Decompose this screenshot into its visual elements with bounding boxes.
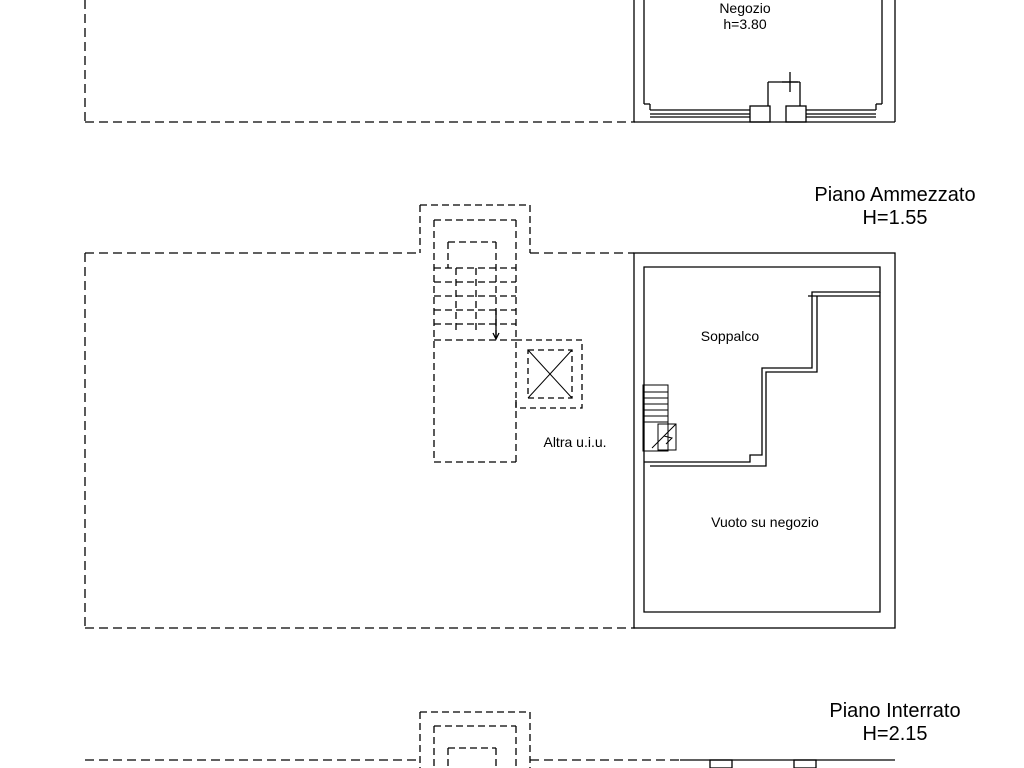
stair-arrow: [492, 310, 500, 341]
mezzanine-floor-plan: [84, 204, 896, 629]
floor-height: H=1.55: [862, 207, 928, 229]
entrance-door: [749, 72, 807, 123]
room-height: h=3.80: [723, 16, 767, 33]
floor-title-mezzanine: Piano Ammezzato H=1.55: [790, 184, 1000, 230]
shared-stairwell: [419, 204, 531, 463]
shop-window-left: [650, 109, 750, 118]
shop-window-right: [806, 109, 876, 118]
room-label-vuoto-su-negozio: Vuoto su negozio: [711, 514, 819, 530]
floor-title: Piano Interrato: [829, 700, 961, 722]
shop-mezzanine-walls: [633, 252, 896, 629]
adjacent-unit-outline: [84, 252, 635, 629]
room-label-altra-uiu: Altra u.i.u.: [543, 434, 607, 450]
floor-height: H=2.15: [862, 723, 928, 745]
loft-staircase: [642, 384, 677, 452]
elevator-shaft: [515, 339, 583, 409]
ground-floor-plan: [84, 0, 896, 123]
room-label-soppalco: Soppalco: [700, 328, 760, 344]
floor-title: Piano Ammezzato: [814, 184, 976, 206]
room-label-negozio: Negozio h=3.80: [700, 0, 790, 32]
floor-title-basement: Piano Interrato H=2.15: [800, 700, 990, 746]
basement-floor-plan: [85, 711, 895, 768]
room-name: Negozio: [719, 0, 771, 16]
elevator-cross: [527, 349, 573, 399]
